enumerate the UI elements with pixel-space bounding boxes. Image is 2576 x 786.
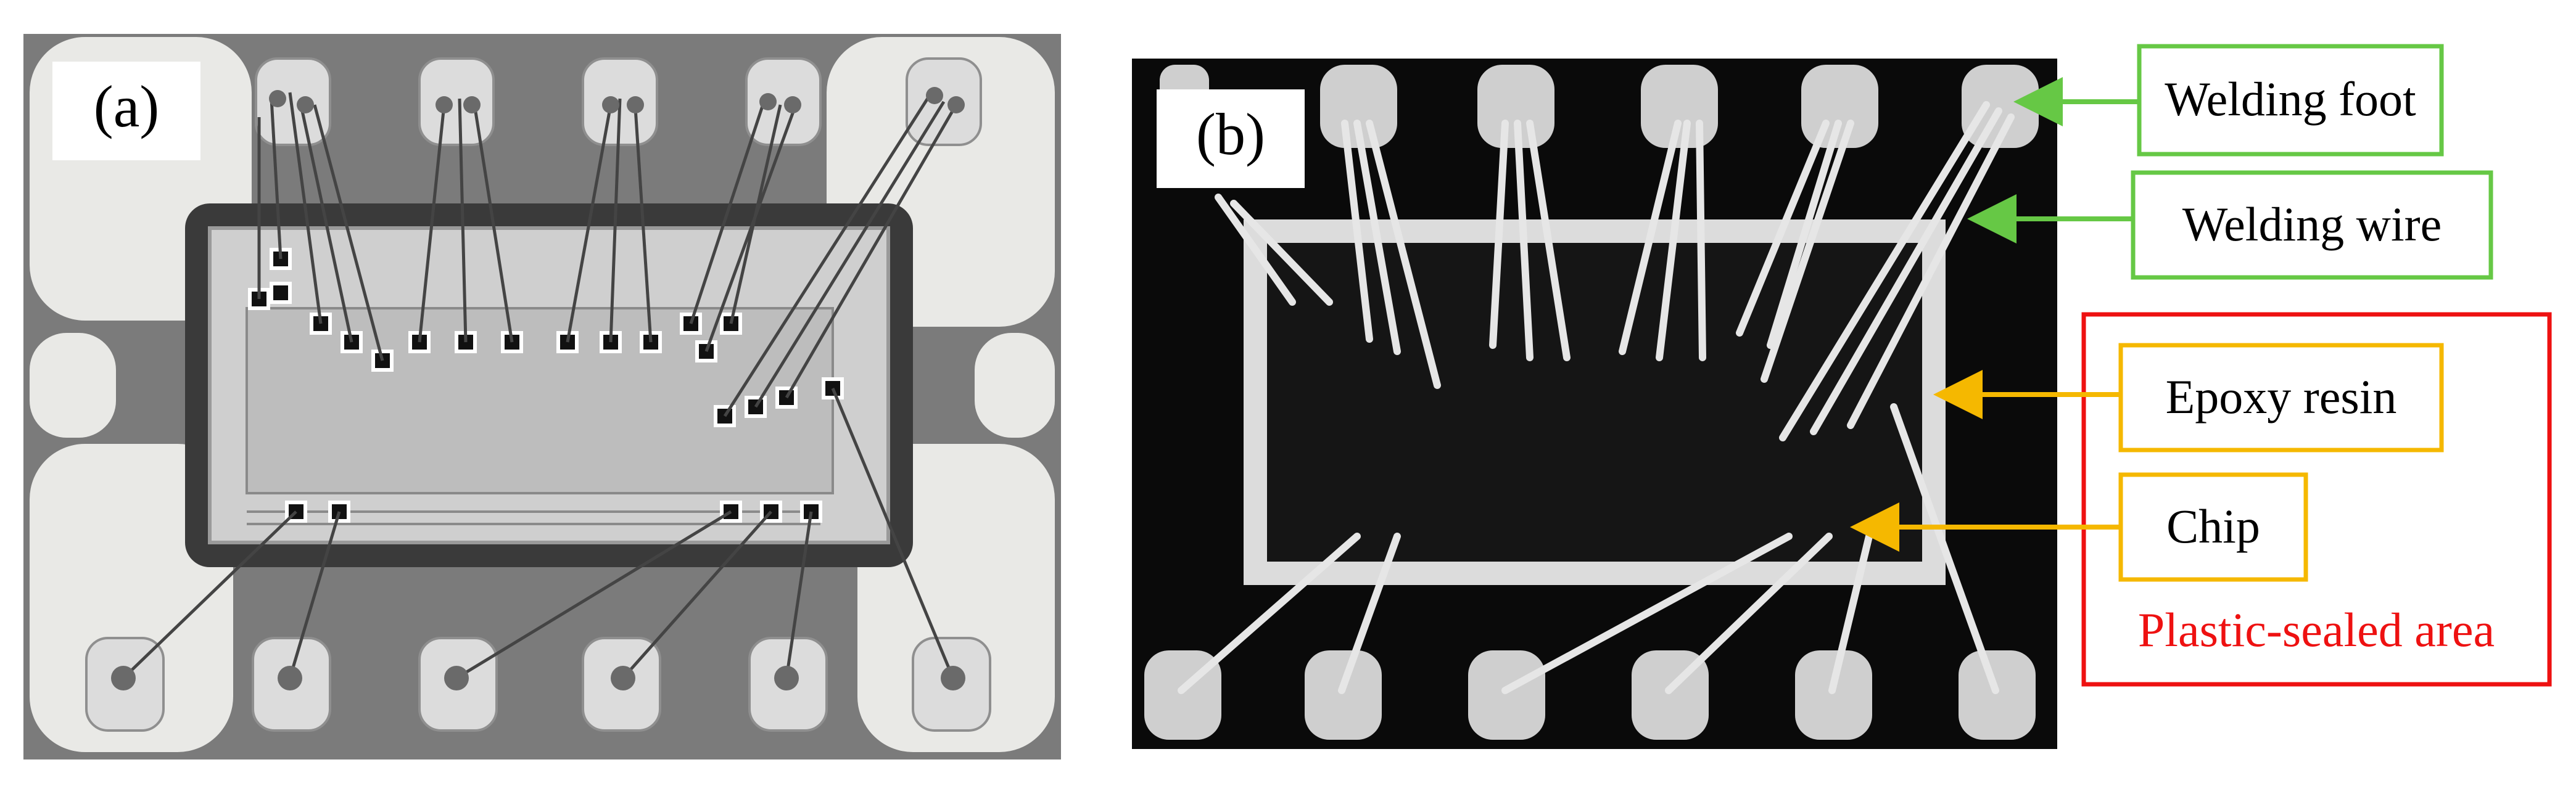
panel-a-lead-dots	[111, 87, 965, 690]
welding-wire-box	[2131, 170, 2493, 280]
plastic-sealed-area-label: Plastic-sealed area	[2138, 603, 2495, 657]
panel-b-photo: (b)	[1132, 59, 2057, 749]
annotation-chip: Chip	[1850, 472, 2308, 582]
annotation-welding-wire: Welding wire	[1967, 170, 2493, 280]
panel-b-epoxy-frame	[1244, 219, 1946, 585]
panel-a-top-leads	[255, 57, 982, 146]
welding-wire-label: Welding wire	[2182, 197, 2442, 251]
panel-b-label-box	[1157, 89, 1305, 188]
panel-a-label: (a)	[94, 73, 160, 139]
panel-b-bottom-leads	[1144, 650, 2036, 740]
chip-label: Chip	[2166, 499, 2260, 553]
panel-a-photo: (a)	[23, 34, 1061, 759]
panel-a-wires	[122, 91, 958, 680]
panel-b-wires	[1178, 101, 2015, 694]
plastic-sealed-area-box	[2081, 312, 2552, 687]
epoxy-resin-box	[2118, 343, 2444, 452]
welding-foot-label: Welding foot	[2165, 72, 2416, 126]
annotation-plastic-sealed-area: Plastic-sealed area	[2081, 312, 2552, 687]
welding-foot-box	[2137, 44, 2444, 157]
panel-a-label-box	[52, 62, 200, 160]
annotation-epoxy-resin: Epoxy resin	[1933, 343, 2444, 452]
panel-b-label: (b)	[1196, 101, 1265, 167]
epoxy-resin-label: Epoxy resin	[2166, 370, 2397, 424]
annotation-welding-foot: Welding foot	[2013, 44, 2444, 157]
